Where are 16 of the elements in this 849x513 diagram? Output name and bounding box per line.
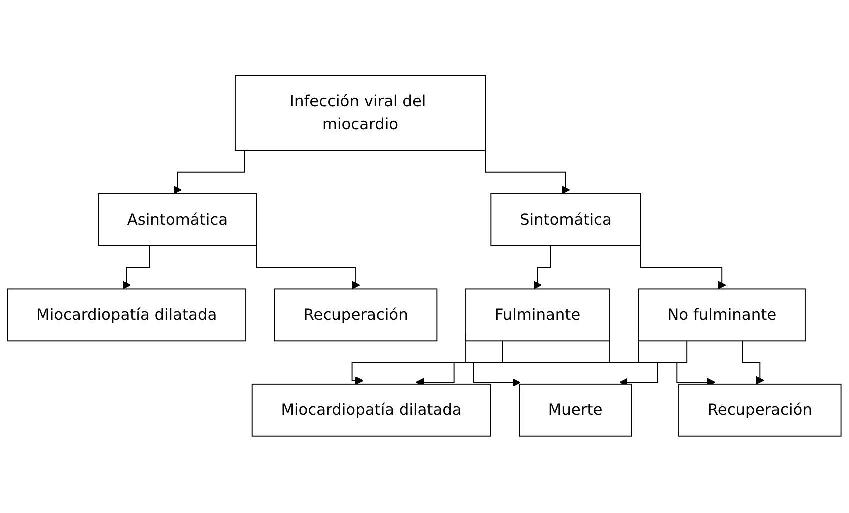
arrow <box>122 246 150 290</box>
arrow <box>485 149 570 195</box>
arrow <box>742 341 764 386</box>
node-box: No fulminante <box>638 289 806 342</box>
node-box: Infección viral del miocardio <box>235 76 486 152</box>
node-box: Recuperación <box>678 384 842 438</box>
node-box: Recuperación <box>274 289 438 342</box>
node-box: Muerte <box>519 384 632 438</box>
node-box: Asintomática <box>98 194 258 247</box>
arrow <box>474 341 521 388</box>
arrow <box>534 246 552 290</box>
node-box: Miocardiopatía dilatada <box>252 384 492 438</box>
node-box: Miocardiopatía dilatada <box>7 289 247 342</box>
node-box: Fulminante <box>466 289 610 342</box>
node-box: Sintomática <box>490 194 642 247</box>
arrow <box>173 150 246 195</box>
